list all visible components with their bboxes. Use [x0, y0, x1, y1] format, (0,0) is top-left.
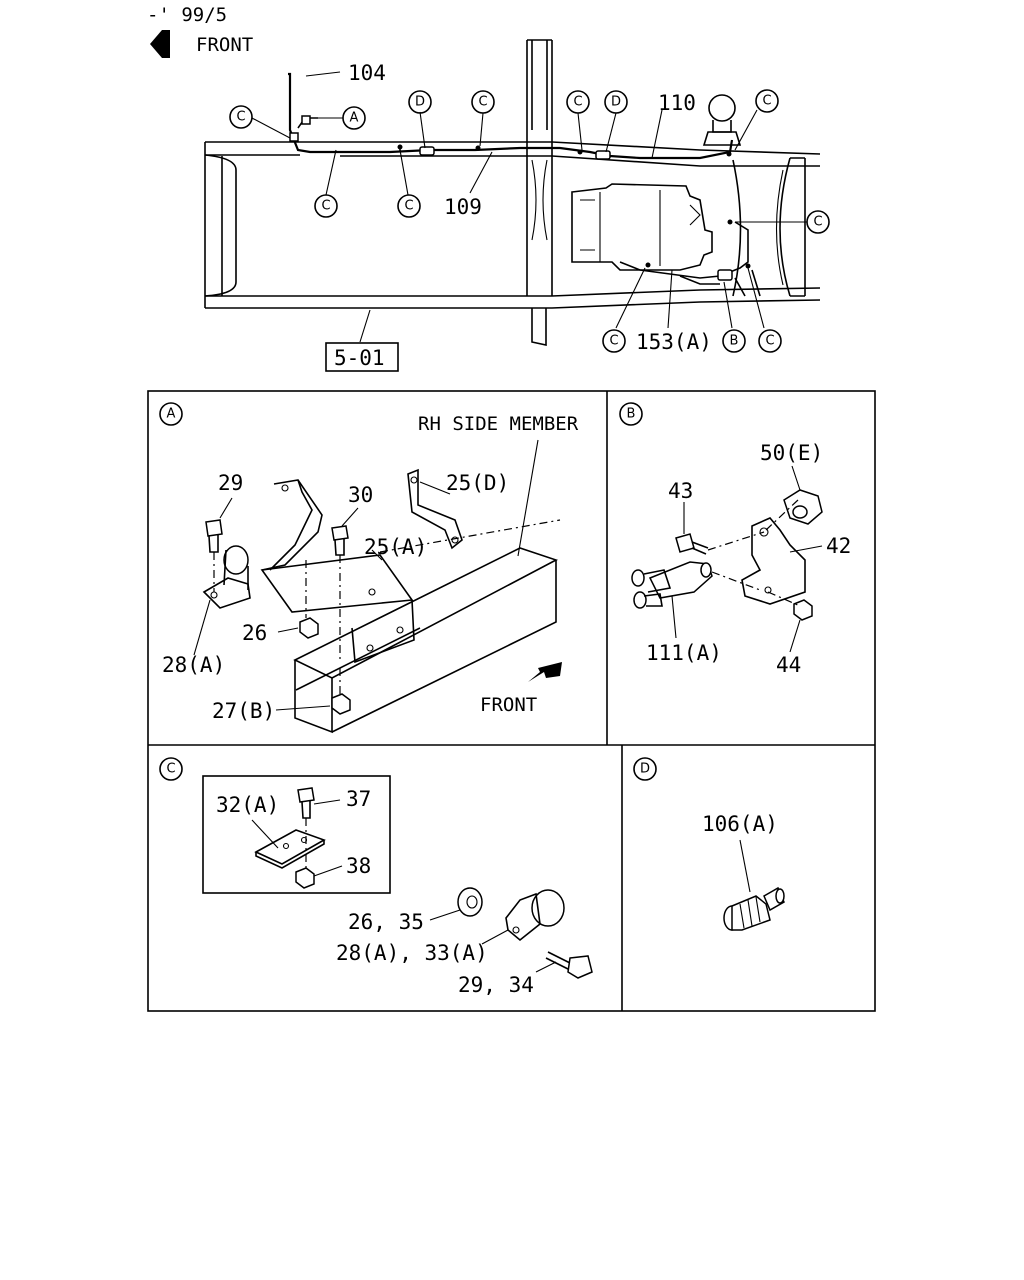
bracket-42 — [741, 517, 806, 605]
chassis-frame — [204, 39, 821, 346]
nut-38 — [295, 867, 315, 889]
label-28a-33a: 28(A), 33(A) — [336, 941, 488, 965]
bolt-29-34 — [545, 951, 593, 979]
circle-c-4: C — [755, 89, 779, 113]
union-106a — [723, 886, 785, 931]
bolt-43 — [675, 533, 709, 555]
circle-a-1: A — [342, 106, 366, 130]
svg-text:C: C — [404, 199, 413, 214]
front-arrow-icon-detail — [528, 662, 562, 682]
label-42: 42 — [826, 534, 851, 558]
circle-c-3: C — [566, 90, 590, 114]
label-25a: 25(A) — [364, 535, 427, 559]
circle-b-1: B — [722, 329, 746, 353]
date-code: -' 99/5 — [147, 4, 227, 26]
svg-text:A: A — [350, 111, 359, 126]
svg-text:C: C — [765, 334, 774, 349]
detail-panels-frame — [147, 390, 876, 1012]
svg-text:B: B — [627, 407, 636, 422]
ref-box-frame — [325, 342, 399, 372]
detail-b-leaders — [671, 465, 823, 653]
label-109: 109 — [444, 195, 482, 219]
detail-c-leaders — [251, 799, 557, 973]
nut-26 — [299, 617, 319, 639]
fitting-111a — [631, 561, 713, 609]
label-29-34: 29, 34 — [458, 973, 534, 997]
svg-text:C: C — [166, 762, 175, 777]
detail-d-letter: D — [633, 757, 657, 781]
circle-c-7: C — [397, 194, 421, 218]
svg-text:C: C — [236, 110, 245, 125]
label-26: 26 — [242, 621, 267, 645]
svg-text:D: D — [640, 762, 650, 777]
label-27b: 27(B) — [212, 699, 275, 723]
bracket-25a — [260, 479, 415, 664]
bolt-29 — [205, 519, 223, 553]
detail-a-centerlines — [213, 519, 561, 694]
label-110: 110 — [658, 91, 696, 115]
detail-c-letter: C — [159, 757, 183, 781]
label-106a: 106(A) — [702, 812, 778, 836]
front-arrow-icon — [150, 30, 170, 58]
nut-27b — [331, 693, 351, 715]
overview-leaders — [251, 71, 807, 343]
svg-text:C: C — [478, 95, 487, 110]
svg-text:C: C — [321, 199, 330, 214]
label-50e: 50(E) — [760, 441, 823, 465]
circle-c-9: C — [758, 329, 782, 353]
svg-text:C: C — [573, 95, 582, 110]
label-153a: 153(A) — [636, 330, 712, 354]
clamp-28a — [202, 545, 251, 609]
bolt-30 — [331, 525, 349, 556]
detail-b-centerlines — [707, 499, 801, 607]
member-leader — [517, 439, 539, 557]
svg-text:C: C — [762, 94, 771, 109]
detail-b-letter: B — [619, 402, 643, 426]
label-37: 37 — [346, 787, 371, 811]
detail-a-leaders — [193, 481, 451, 711]
bolt-37 — [297, 787, 315, 819]
svg-text:C: C — [813, 215, 822, 230]
front-label: FRONT — [196, 34, 253, 56]
nut-26-35 — [457, 887, 483, 917]
nut-50e — [783, 489, 823, 525]
leader-106a — [739, 839, 751, 893]
svg-text:C: C — [609, 334, 618, 349]
ref-box-label[interactable]: 5-01 — [334, 346, 385, 370]
brake-pipes — [288, 72, 761, 297]
label-30: 30 — [348, 483, 373, 507]
circle-c-1: C — [229, 105, 253, 129]
nut-44 — [793, 599, 813, 621]
label-104: 104 — [348, 61, 386, 85]
circle-d-2: D — [604, 90, 628, 114]
label-29: 29 — [218, 471, 243, 495]
circle-c-6: C — [314, 194, 338, 218]
circle-c-2: C — [471, 90, 495, 114]
label-32a: 32(A) — [216, 793, 279, 817]
svg-text:D: D — [415, 95, 425, 110]
circle-c-8: C — [602, 329, 626, 353]
svg-text:A: A — [167, 407, 176, 422]
circle-d-1: D — [408, 90, 432, 114]
label-26-35: 26, 35 — [348, 910, 424, 934]
svg-text:D: D — [611, 95, 621, 110]
clamp-28a-33a — [505, 889, 565, 942]
inset-box — [202, 775, 391, 894]
rh-side-member-label: RH SIDE MEMBER — [418, 413, 579, 435]
label-43: 43 — [668, 479, 693, 503]
bracket-25d — [407, 468, 463, 550]
side-member-rail — [293, 547, 559, 734]
svg-text:B: B — [730, 334, 739, 349]
label-111a: 111(A) — [646, 641, 722, 665]
detail-a-letter: A — [159, 402, 183, 426]
detail-a-front-label: FRONT — [480, 694, 537, 716]
label-25d: 25(D) — [446, 471, 509, 495]
label-44: 44 — [776, 653, 801, 677]
label-38: 38 — [346, 854, 371, 878]
label-28a: 28(A) — [162, 653, 225, 677]
circle-c-5: C — [806, 210, 830, 234]
